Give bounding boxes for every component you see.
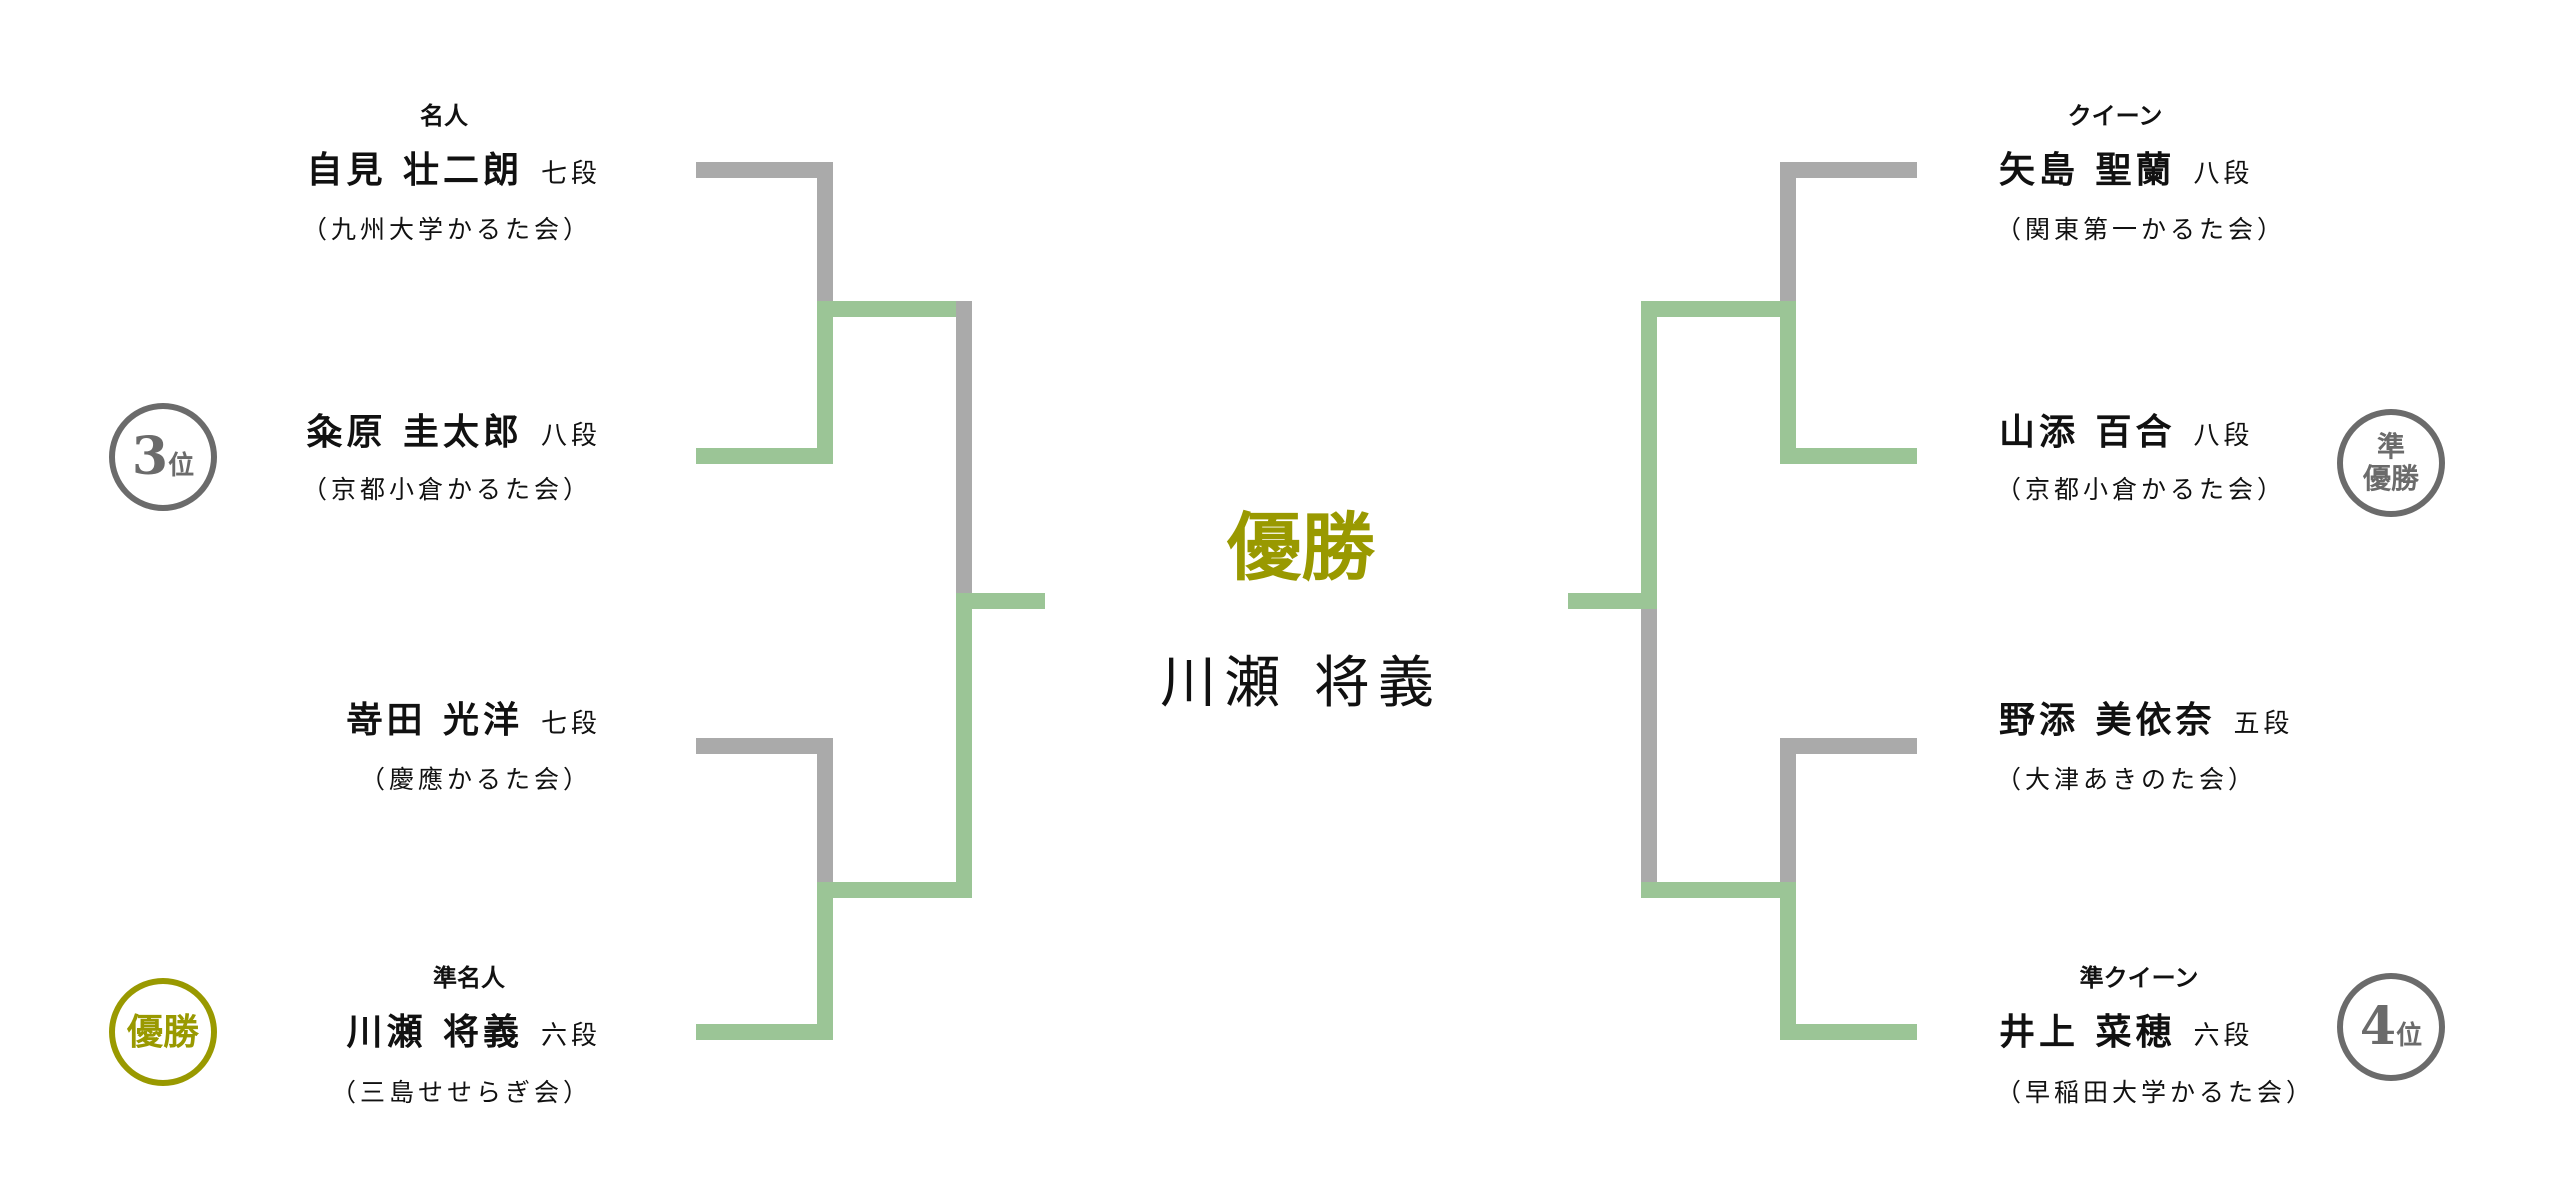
bracket-line-left-r1-second — [696, 448, 833, 464]
player-dan: 六段 — [540, 1021, 601, 1051]
bracket-line-left-r1-third — [696, 738, 833, 754]
bracket-line-right-final-stub — [1568, 593, 1657, 609]
player-title: 準名人 — [433, 963, 505, 992]
player-club: （九州大学かるた会） — [301, 215, 592, 244]
bracket-line-left-r1-third-vertical — [817, 738, 833, 898]
player-title: 名人 — [420, 101, 468, 130]
player-name: 自見 壮二朗七段 — [306, 150, 601, 194]
player-name-text: 井上 菜穂 — [1999, 1011, 2176, 1053]
player-club: （京都小倉かるた会） — [301, 475, 592, 504]
player-title: クイーン — [2067, 101, 2163, 130]
badge-rank-number: 4 — [2359, 996, 2397, 1057]
player-dan: 八段 — [2193, 159, 2254, 189]
player-name-text: 矢島 聖蘭 — [1999, 149, 2176, 191]
bracket-line-right-r1-second — [1780, 448, 1917, 464]
bracket-line-left-r1-top — [696, 162, 833, 178]
player-dan: 五段 — [2233, 709, 2294, 739]
champion-name: 川瀬 将義 — [1160, 651, 1442, 716]
badge-rank-suffix: 位 — [168, 451, 195, 481]
bracket-line-right-r1-fourth-vertical — [1780, 882, 1796, 1040]
player-club: （大津あきのた会） — [1996, 765, 2258, 794]
player-name-text: 山添 百合 — [1999, 411, 2176, 453]
bracket-line-right-r1-third — [1780, 738, 1917, 754]
player-club: （京都小倉かるた会） — [1996, 475, 2287, 504]
bracket-line-left-r1-fourth-vertical — [817, 882, 833, 1040]
bracket-line-right-r1-top — [1780, 162, 1917, 178]
bracket-line-left-r2-top — [817, 301, 972, 317]
rank-badge-champion: 優勝 — [109, 978, 217, 1086]
badge-line-2: 優勝 — [2362, 462, 2419, 495]
player-name: 川瀬 将義六段 — [346, 1012, 601, 1056]
bracket-line-left-semi-top-vertical — [956, 301, 972, 609]
player-name: 野添 美依奈五段 — [1999, 700, 2294, 744]
player-name: 井上 菜穂六段 — [1999, 1012, 2254, 1056]
player-club: （三島せせらぎ会） — [330, 1078, 592, 1107]
bracket-line-right-r1-second-vertical — [1780, 301, 1796, 464]
bracket-line-left-r1-top-vertical — [817, 162, 833, 317]
badge-line-1: 準 — [2376, 430, 2405, 463]
champion-label: 優勝 — [1227, 505, 1375, 591]
bracket-line-left-r1-fourth — [696, 1024, 833, 1040]
player-name-text: 野添 美依奈 — [1999, 699, 2216, 741]
player-dan: 八段 — [540, 421, 601, 451]
bracket-line-right-r2-bottom — [1641, 882, 1796, 898]
player-name: 粂原 圭太郎八段 — [306, 412, 601, 456]
bracket-line-left-final-stub — [956, 593, 1045, 609]
player-name: 矢島 聖蘭八段 — [1999, 150, 2254, 194]
bracket-line-right-semi-bottom-vertical — [1641, 609, 1657, 898]
bracket-line-right-r1-top-vertical — [1780, 162, 1796, 317]
player-name-text: 川瀬 将義 — [346, 1011, 523, 1053]
player-dan: 七段 — [540, 159, 601, 189]
player-club: （関東第一かるた会） — [1996, 215, 2287, 244]
badge-rank-suffix: 位 — [2396, 1021, 2423, 1051]
player-club: （早稲田大学かるた会） — [1996, 1078, 2316, 1107]
player-dan: 七段 — [540, 709, 601, 739]
bracket-line-right-semi-top-vertical — [1641, 301, 1657, 609]
player-club: （慶應かるた会） — [359, 765, 592, 794]
player-name: 山添 百合八段 — [1999, 412, 2254, 456]
badge-text: 優勝 — [126, 1011, 199, 1053]
badge-rank-number: 3 — [131, 426, 169, 487]
bracket-line-left-r2-bottom — [817, 882, 972, 898]
bracket-line-left-r1-second-vertical — [817, 301, 833, 464]
player-name-text: 粂原 圭太郎 — [306, 411, 523, 453]
bracket-line-right-r2-top — [1641, 301, 1796, 317]
bracket-line-left-semi-bottom-vertical — [956, 593, 972, 898]
bracket-line-right-r1-third-vertical — [1780, 738, 1796, 898]
player-dan: 八段 — [2193, 421, 2254, 451]
player-title: 準クイーン — [2079, 963, 2199, 992]
player-dan: 六段 — [2193, 1021, 2254, 1051]
bracket-line-right-r1-fourth — [1780, 1024, 1917, 1040]
player-name-text: 自見 壮二朗 — [306, 149, 523, 191]
rank-badge-runner-up: 準優勝 — [2337, 409, 2445, 517]
player-name: 嵜田 光洋七段 — [346, 700, 601, 744]
player-name-text: 嵜田 光洋 — [346, 699, 523, 741]
